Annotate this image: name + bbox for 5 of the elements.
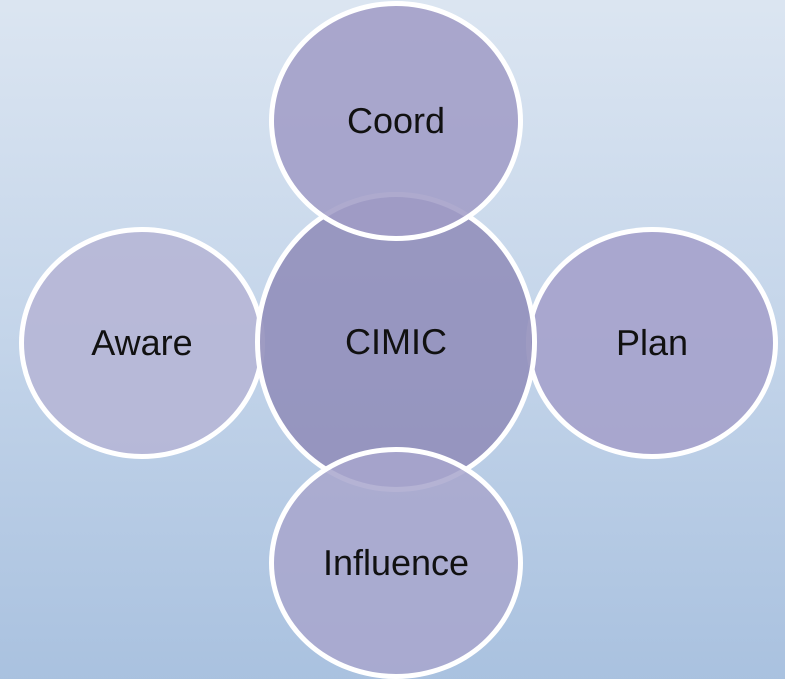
node-label: CIMIC — [345, 321, 447, 363]
node-label: Coord — [346, 100, 446, 142]
node-label: Aware — [91, 322, 193, 364]
node-label: Influence — [322, 542, 470, 584]
node-label: Plan — [616, 322, 688, 364]
